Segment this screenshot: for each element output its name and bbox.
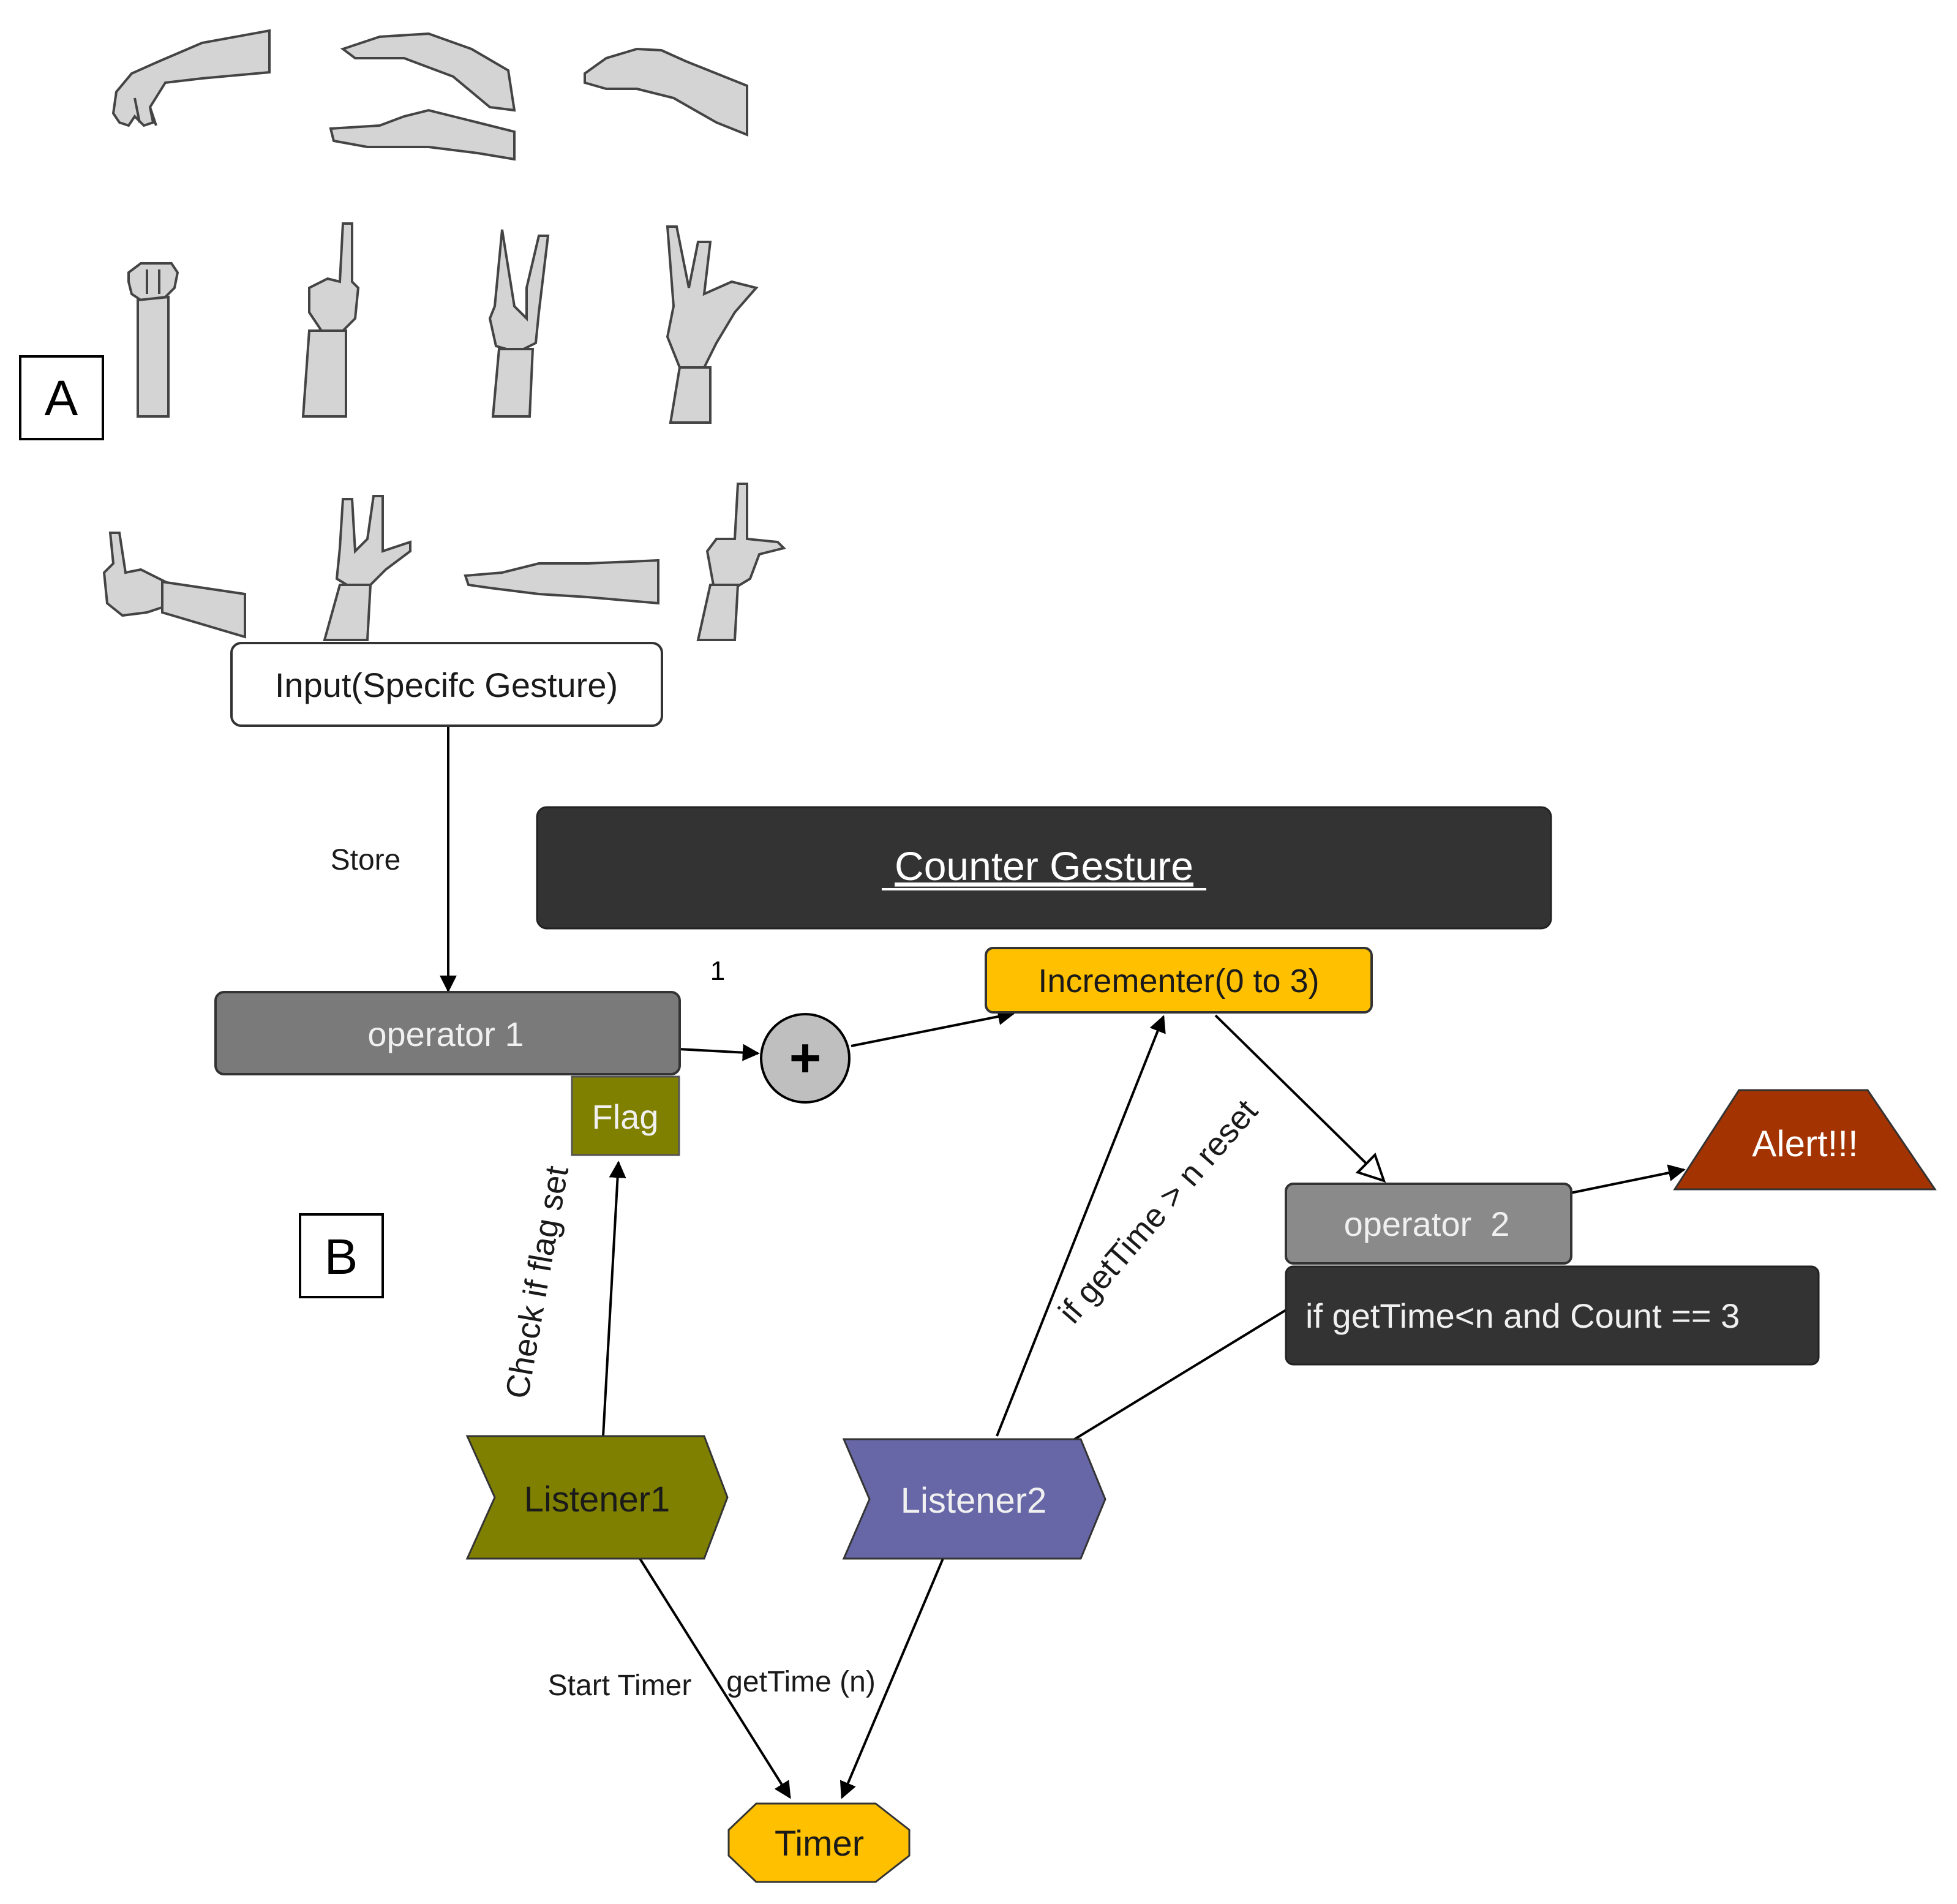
two-hands-open-icon [329,32,516,161]
panel-label-a: A [45,371,78,426]
panel-label-b: B [325,1229,358,1285]
listener2-node: Listener2 [842,1438,1106,1560]
timer-label: Timer [775,1824,864,1864]
incrementer-label: Incrementer(0 to 3) [1038,963,1319,999]
listener1-label: Listener1 [524,1480,670,1519]
flat-hand-icon [464,559,659,605]
two-fingers-icon [488,229,550,418]
edges [440,726,1686,1799]
operator1-label: operator 1 [367,1015,524,1053]
edge-listener2-to-incrementer [996,1015,1166,1437]
counter-gesture-label: Counter Gesture [895,843,1193,889]
timer-node: Timer [727,1802,911,1883]
counter-gesture-box: Counter Gesture [536,806,1552,930]
edge-listener2-to-timer [840,1558,944,1799]
one-finger-icon [301,222,360,418]
edge-operator2-to-alert [1570,1164,1686,1194]
rock-sign-icon [323,495,411,641]
condition-box: if getTime<n and Count == 3 [1285,1265,1820,1366]
condition-label: if getTime<n and Count == 3 [1305,1296,1740,1335]
edge-label-store: Store [331,844,401,876]
thumbs-up-icon [102,532,246,639]
plus-label: + [789,1028,822,1089]
edge-listener1-to-flag [602,1161,626,1437]
gesture-gallery [102,29,786,641]
input-node-label: Input(Specifc Gesture) [275,666,618,704]
panel-label-a-box [19,355,104,440]
edge-label-start-timer: Start Timer [548,1669,692,1702]
l-sign-icon [696,483,786,641]
alert-label: Alert!!! [1752,1123,1858,1164]
edge-incrementer-to-operator2 [1214,1014,1384,1181]
edge-label-check-flag: Check if flag set [498,1163,576,1401]
palm-up-icon [584,47,748,137]
alert-node: Alert!!! [1673,1089,1937,1191]
hand-wrist-down-icon [111,29,271,127]
edge-listener1-to-timer [639,1557,791,1799]
operator2-node: operator 2 [1285,1183,1572,1265]
operator1-node: operator 1 [214,991,681,1075]
three-fingers-icon [666,225,759,424]
input-node: Input(Specifc Gesture) [230,642,663,727]
edge-label-reset: if getTime > n reset [1051,1093,1264,1330]
edge-label-one: 1 [710,956,725,986]
incrementer-node: Incrementer(0 to 3) [985,947,1373,1014]
flag-node: Flag [571,1075,680,1156]
operator2-label: operator 2 [1344,1205,1510,1243]
listener1-node: Listener1 [465,1435,729,1560]
panel-label-b-box [299,1213,384,1298]
listener2-label: Listener2 [901,1481,1047,1521]
plus-operator: + [760,1013,851,1104]
fist-icon [127,262,179,418]
edge-label-get-time: getTime (n) [726,1666,876,1698]
edge-plus-to-incrementer [851,1008,1015,1047]
flag-label: Flag [592,1097,659,1136]
edge-operator1-to-plus [678,1044,760,1061]
